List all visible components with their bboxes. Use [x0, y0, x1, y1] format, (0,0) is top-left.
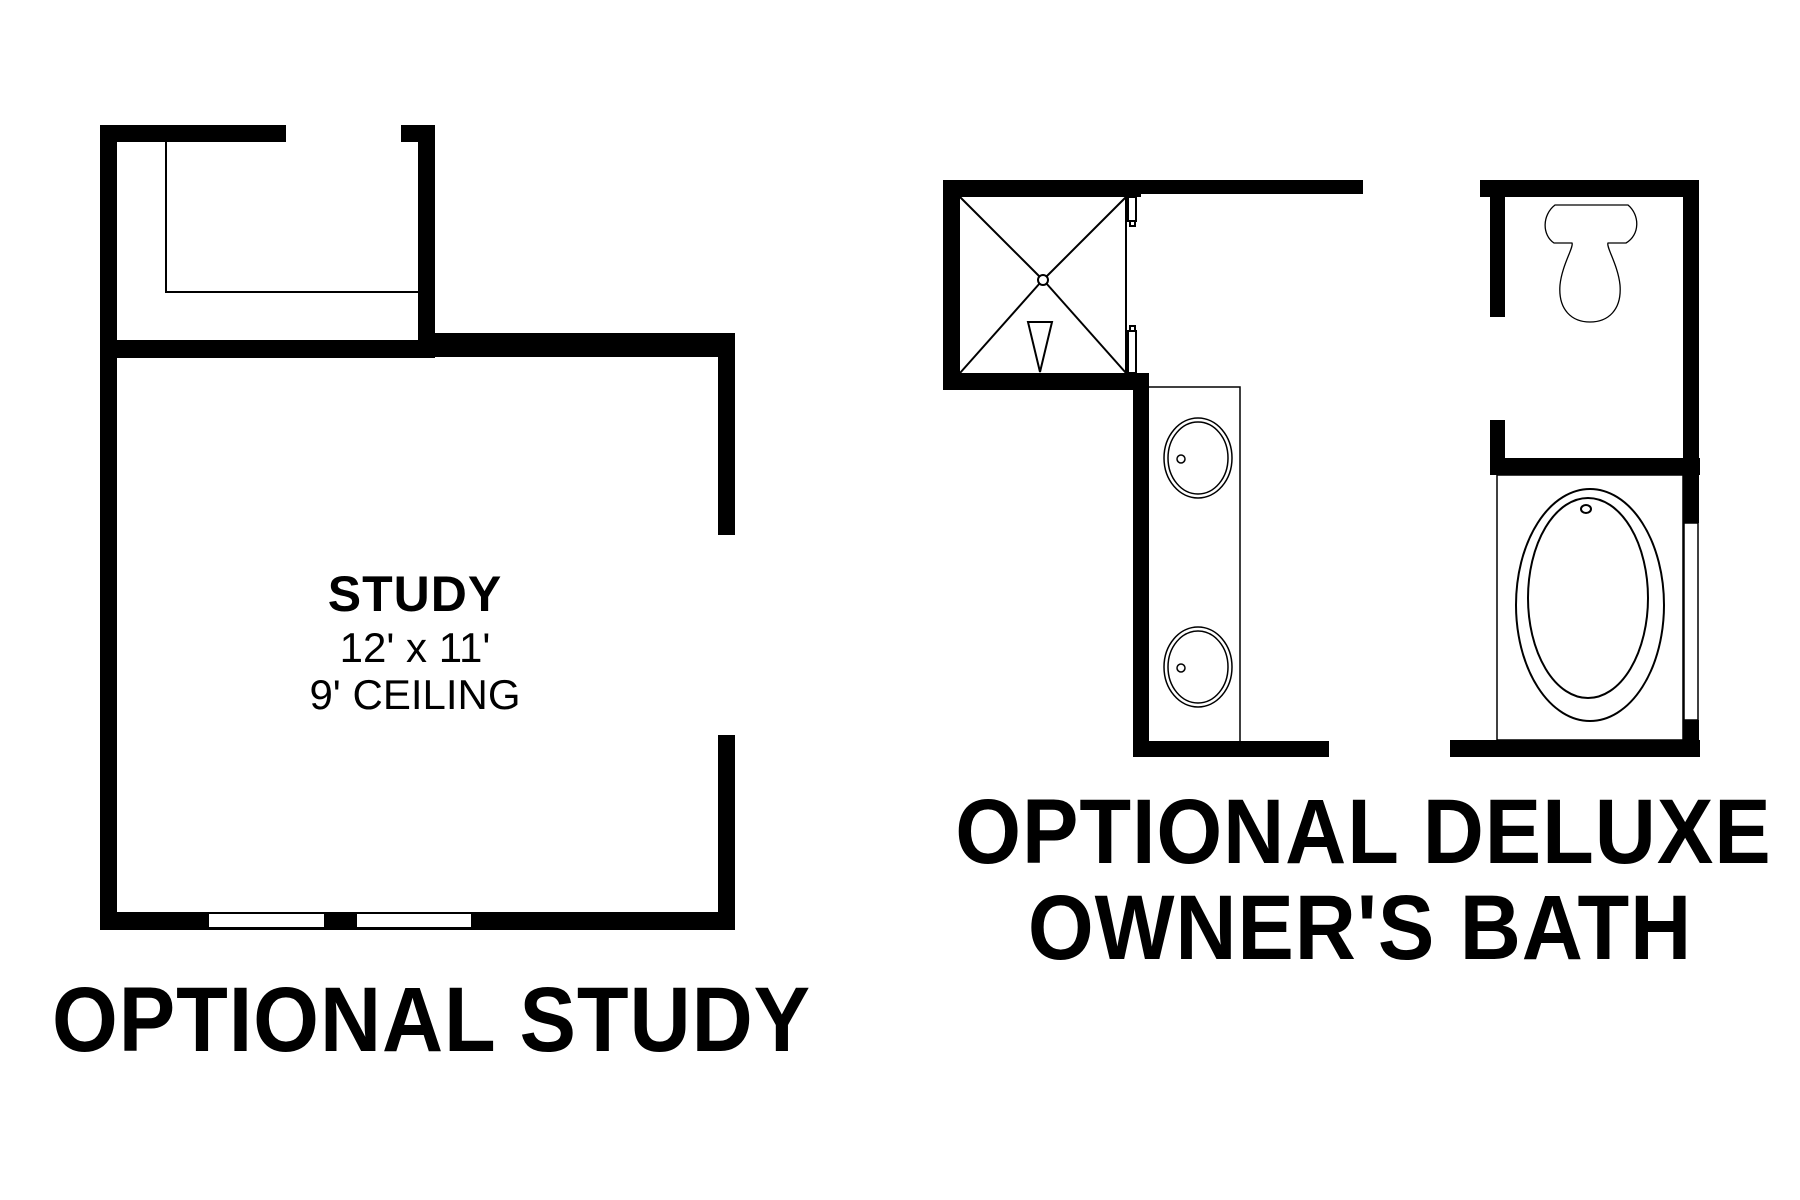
- shower-drain-icon: [1037, 274, 1049, 286]
- study-left-wall: [100, 125, 117, 930]
- vanity-bottom-wall: [1133, 741, 1329, 757]
- bath-plan-title-line1: OPTIONAL DELUXE: [955, 781, 1772, 883]
- shower-bottom-wall: [943, 373, 1149, 390]
- tub-deck: [1496, 474, 1684, 741]
- double-vanity: [1149, 386, 1241, 741]
- tub-bottom-wall: [1450, 740, 1700, 757]
- shower-top-wall: [943, 180, 1141, 197]
- toilet-room-right-wall: [1683, 180, 1699, 458]
- closet-right-wall: [418, 125, 435, 357]
- shower: [959, 196, 1137, 374]
- study-plan-title: OPTIONAL STUDY: [52, 969, 812, 1071]
- bath-top-wall: [1140, 180, 1363, 194]
- tub-window: [1683, 522, 1699, 721]
- study-top-wall: [100, 340, 435, 358]
- closet-top-wall: [100, 125, 286, 142]
- bath-plan: [943, 180, 1700, 757]
- toilet-room-left-wall: [1490, 180, 1505, 317]
- door-hinge-icon: [1127, 196, 1137, 222]
- door-hinge-icon: [1129, 325, 1136, 332]
- tub-basin: [1527, 497, 1649, 699]
- sink-basin: [1167, 630, 1229, 704]
- shower-slope-line: [1045, 196, 1127, 278]
- shower-head-icon: [1026, 321, 1054, 373]
- study-windows: [209, 914, 471, 927]
- room-name-label: STUDY: [327, 566, 503, 622]
- closet-shelf-line: [165, 142, 418, 293]
- faucet-icon: [1176, 454, 1186, 464]
- study-top-wall-right: [418, 333, 735, 357]
- shower-slope-line: [959, 282, 1041, 374]
- toilet-tub-divider-wall: [1490, 458, 1700, 475]
- vanity-left-wall: [1133, 373, 1149, 757]
- toilet-icon: [1544, 204, 1638, 323]
- tub-drain-icon: [1580, 504, 1592, 514]
- shower-slope-line: [1045, 282, 1127, 374]
- vanity-counter-edge: [1149, 386, 1241, 741]
- sink-icon: [1163, 417, 1233, 499]
- study-plan: [100, 125, 735, 930]
- door-hinge-icon: [1127, 330, 1137, 374]
- window: [209, 914, 324, 927]
- study-right-wall-lower: [718, 735, 735, 930]
- shower-left-wall: [943, 180, 960, 390]
- shower-slope-line: [959, 196, 1041, 278]
- window: [357, 914, 471, 927]
- study-right-wall-upper: [718, 333, 735, 535]
- tub-right-wall-upper: [1683, 458, 1699, 523]
- faucet-icon: [1176, 663, 1186, 673]
- garden-tub: [1496, 474, 1684, 741]
- door-hinge-icon: [1129, 220, 1136, 227]
- toilet-room-top-wall: [1480, 180, 1698, 197]
- tub-rim: [1515, 488, 1665, 722]
- toilet-tank: [1544, 204, 1638, 323]
- room-dimensions-label: 12' x 11': [339, 624, 491, 671]
- sink-icon: [1163, 626, 1233, 708]
- bath-plan-title-line2: OWNER'S BATH: [1027, 877, 1693, 979]
- sink-basin: [1167, 421, 1229, 495]
- ceiling-height-label: 9' CEILING: [309, 671, 521, 718]
